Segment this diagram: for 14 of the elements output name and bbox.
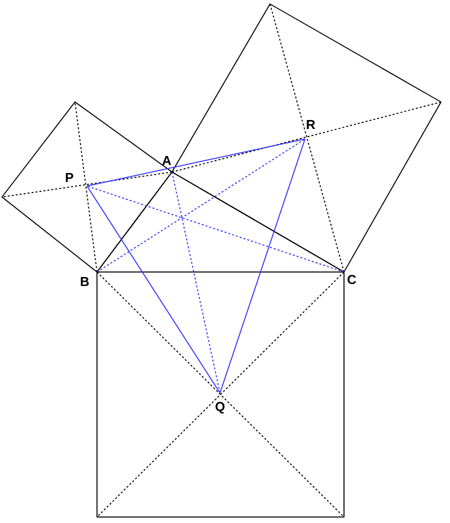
point-label: B (80, 272, 97, 289)
line-segment (96, 172, 172, 272)
line-segment (86, 186, 220, 394)
line-segment (220, 138, 306, 394)
point-label: C (344, 272, 359, 288)
point-label: Q (214, 393, 228, 414)
point-label: R (305, 118, 319, 139)
line-segment (172, 172, 344, 272)
line-segment (96, 138, 306, 272)
line-segment (172, 172, 220, 394)
line-segment (86, 186, 344, 272)
line-segment (86, 138, 306, 186)
point-label: A (162, 154, 174, 172)
point-label: P (65, 171, 87, 186)
